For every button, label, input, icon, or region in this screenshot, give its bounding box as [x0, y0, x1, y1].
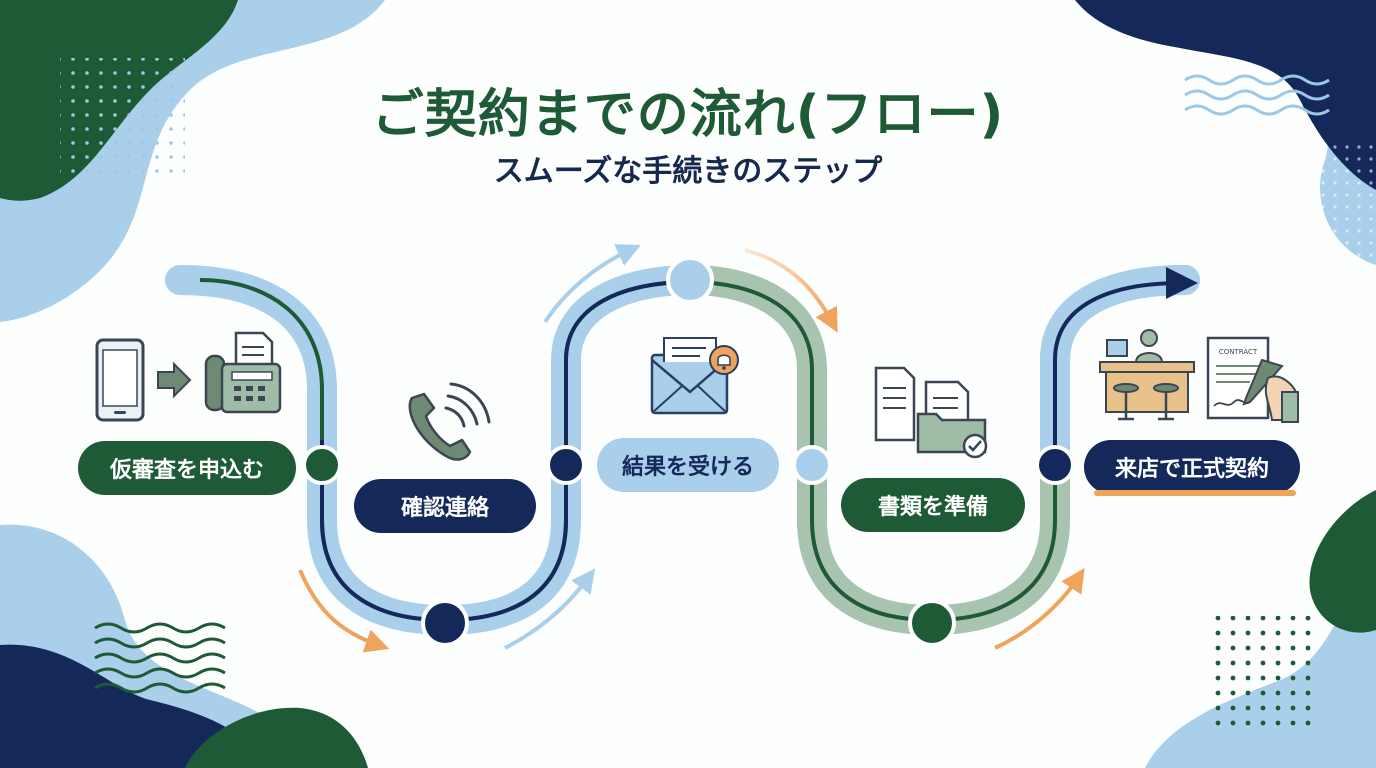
- reception-desk-icon: [1099, 329, 1195, 421]
- dots-top-left: [60, 58, 185, 173]
- flow-node: [666, 256, 714, 304]
- blob-bottom-left-green: [185, 707, 368, 768]
- step-2-label: 確認連絡: [354, 479, 536, 533]
- step-3-label: 結果を受ける: [597, 438, 779, 492]
- flow-node: [908, 599, 956, 647]
- phone-call-icon: [408, 382, 491, 461]
- waves-top-right: [1184, 74, 1330, 116]
- dots-bottom-right: [1212, 616, 1312, 728]
- flow-node: [546, 445, 586, 485]
- email-notification-icon: [650, 337, 739, 415]
- waves-bottom-left: [94, 622, 226, 694]
- step-5-highlight: [1094, 490, 1296, 496]
- fax-machine-icon: [204, 331, 282, 414]
- contract-doc-text: CONTRACT: [1219, 348, 1258, 356]
- contract-signing-icon: CONTRACT: [1206, 336, 1299, 423]
- smartphone-icon: [95, 338, 145, 422]
- flow-node: [1035, 445, 1075, 485]
- flow-node: [792, 445, 832, 485]
- page-title: ご契約までの流れ(フロー): [371, 85, 1005, 145]
- blob-bottom-right-light: [1145, 560, 1376, 768]
- arrow-right-icon: [157, 361, 192, 399]
- blob-bottom-left-dark: [0, 644, 265, 768]
- blob-bottom-right-green: [1309, 490, 1376, 633]
- blob-top-right-dark: [1075, 0, 1376, 190]
- flow-node: [302, 445, 342, 485]
- step-1-label: 仮審査を申込む: [78, 441, 296, 495]
- documents-folder-icon: [874, 366, 988, 459]
- step-5-label: 来店で正式契約: [1084, 440, 1300, 494]
- step-4-label: 書類を準備: [841, 478, 1025, 532]
- page-subtitle: スムーズな手続きのステップ: [493, 154, 883, 189]
- dots-top-right: [1318, 140, 1376, 260]
- flow-node: [421, 599, 469, 647]
